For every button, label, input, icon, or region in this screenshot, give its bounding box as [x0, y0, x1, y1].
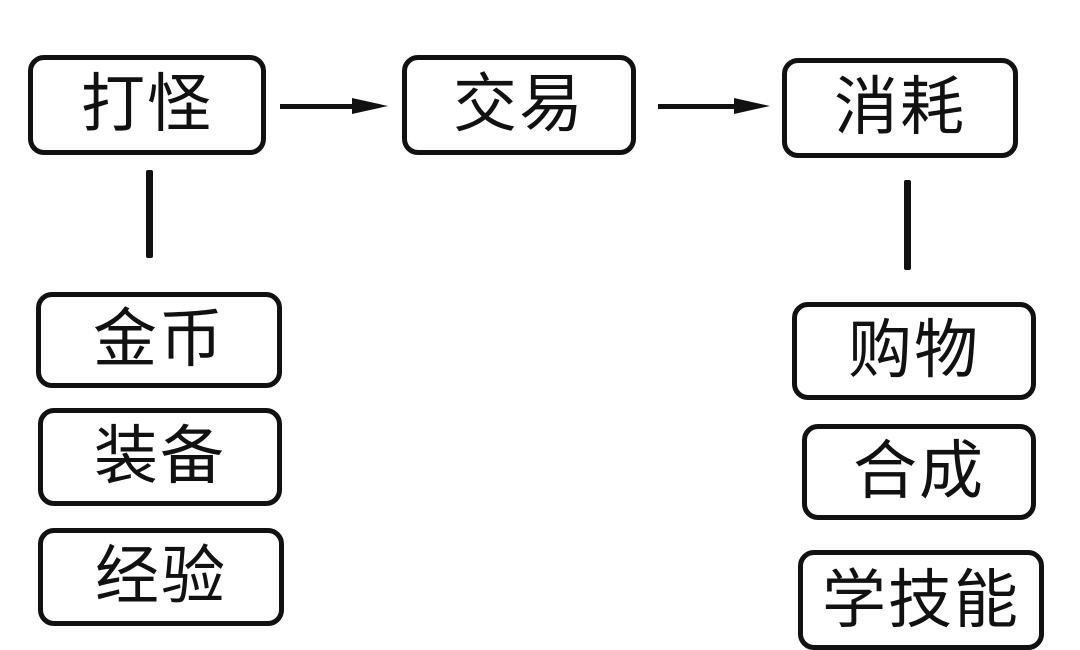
right-item-label: 学技能	[822, 564, 1020, 638]
arrow-shaft	[658, 104, 738, 109]
right-item-learn-skills: 学技能	[798, 550, 1044, 650]
arrow-trade-to-consume	[658, 96, 770, 116]
node-trade-label: 交易	[453, 68, 585, 142]
left-item-label: 金币	[93, 303, 225, 377]
left-item-equipment: 装备	[38, 408, 282, 506]
arrow-head	[734, 98, 770, 114]
right-item-crafting: 合成	[802, 424, 1036, 520]
node-fight-monsters-label: 打怪	[81, 68, 213, 142]
node-consume-label: 消耗	[834, 71, 966, 145]
left-item-experience: 经验	[38, 528, 284, 626]
node-consume: 消耗	[782, 58, 1018, 158]
right-item-label: 合成	[853, 435, 985, 509]
arrow-head	[352, 98, 388, 114]
node-trade: 交易	[402, 55, 636, 155]
arrow-fight-to-trade	[280, 96, 388, 116]
connector-right-branch	[904, 180, 911, 270]
left-item-gold: 金币	[36, 292, 282, 388]
left-item-label: 装备	[94, 420, 226, 494]
right-item-shopping: 购物	[792, 302, 1036, 400]
arrow-shaft	[280, 104, 356, 109]
left-item-label: 经验	[95, 540, 227, 614]
right-item-label: 购物	[848, 314, 980, 388]
node-fight-monsters: 打怪	[28, 55, 266, 155]
connector-left-branch	[146, 170, 153, 258]
